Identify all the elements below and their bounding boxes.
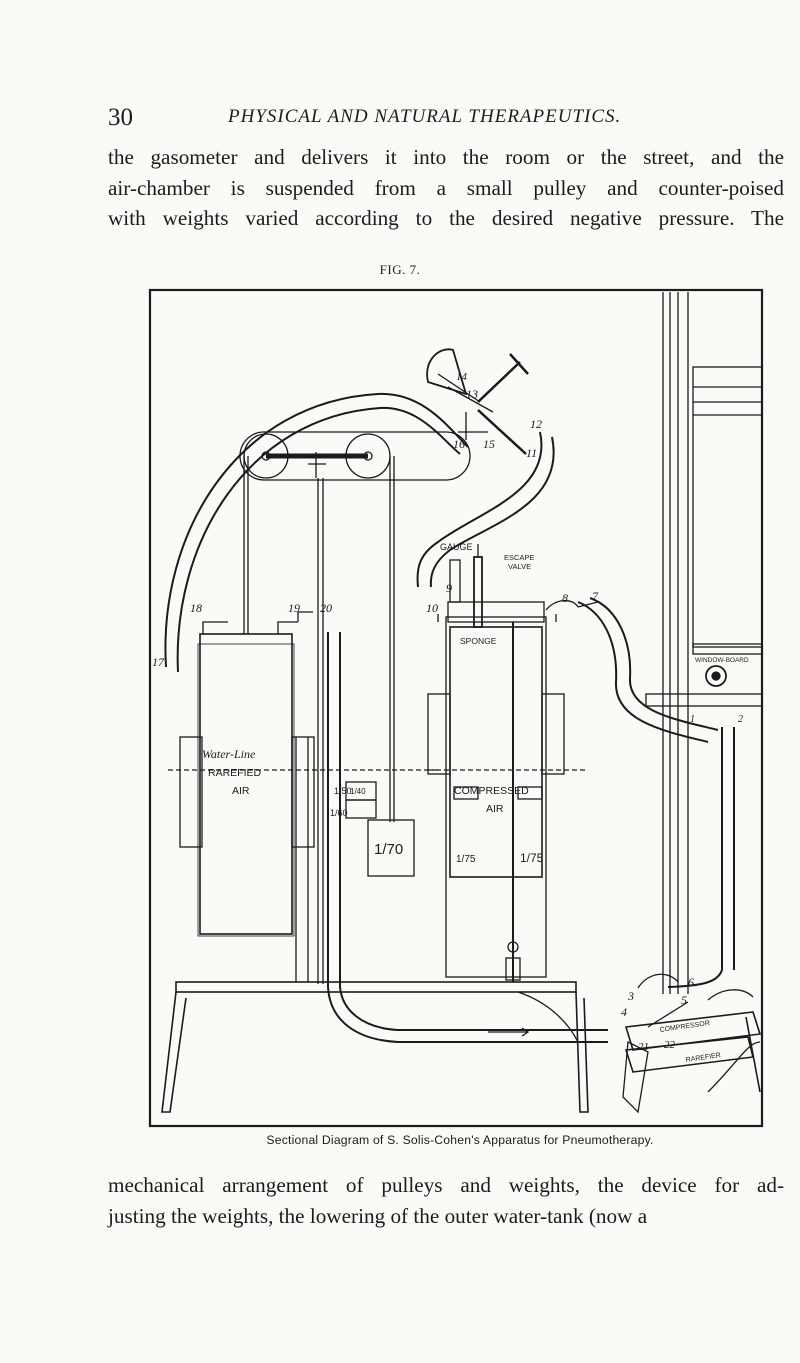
label-air-right: AIR [486,803,504,815]
running-title: PHYSICAL AND NATURAL THERAPEUTICS. [228,106,622,127]
text-line: air-chamber is suspended from a small pu… [108,175,784,200]
label-13: 13 [466,387,478,401]
weight-1-60: 1/60 [330,808,348,818]
weight-1-40: 1/40 [350,787,366,796]
figure-caption: Sectional Diagram of S. Solis-Cohen's Ap… [266,1133,654,1147]
label-14: 14 [456,371,468,383]
diagram-frame [148,288,764,1128]
label-17: 17 [152,655,165,669]
figure-label: FIG. 7. [379,262,421,277]
apparatus-diagram: Water-Line RAREFIED AIR COMPRESSED AIR G… [148,282,768,1128]
label-rarefied: RAREFIED [208,767,262,779]
text-line: the gasometer and delivers it into the r… [108,145,784,169]
top-valve-cluster [426,348,529,455]
label-rarefier: RAREFIER [685,1052,721,1064]
bottom-u-tube [327,632,608,1043]
label-12: 12 [530,417,542,431]
label-11: 11 [526,446,537,460]
paragraph-bottom: mechanical arrangement of pulleys and we… [108,1170,784,1231]
label-15: 15 [483,437,495,451]
window-fitting [705,665,727,687]
label-20: 20 [320,601,332,615]
weight-1-75-right: 1/75 [520,851,544,865]
label-water-line: Water-Line [202,747,256,761]
label-5: 5 [681,993,687,1007]
label-escape: ESCAPE [504,553,534,562]
label-gauge: GAUGE [440,542,473,552]
rarefied-gasometer [168,611,438,982]
label-3: 3 [627,989,634,1003]
gauge-and-valve [437,544,579,628]
weight-1-70: 1/70 [374,841,403,858]
window-column [645,292,763,994]
label-10: 10 [426,601,438,615]
label-18: 18 [190,601,202,615]
label-1: 1 [690,714,695,725]
label-air-left: AIR [232,785,250,797]
label-21: 21 [638,1041,649,1053]
weight-1-75-left: 1/75 [456,854,476,865]
label-19: 19 [288,601,300,615]
label-6: 6 [688,975,694,989]
base-table [161,981,589,1113]
weights [345,781,415,877]
label-8: 8 [562,591,568,605]
text-line: justing the weights, the lowering of the… [108,1203,648,1228]
label-valve: VALVE [508,562,531,571]
left-arch-tube [164,392,469,668]
text-line: with weights varied according to the des… [108,206,784,230]
label-9: 9 [446,581,452,595]
window-tube [577,601,709,743]
label-16: 16 [453,437,465,451]
pump-mechanism [622,973,762,1114]
label-compressed: COMPRESSED [454,785,529,797]
label-window-board: WINDOW-BOARD [695,657,749,664]
label-sponge: SPONGE [460,636,497,646]
pulley-assembly [239,431,471,481]
page-number: 30 [108,104,133,131]
running-head: 30 PHYSICAL AND NATURAL THERAPEUTICS. [108,104,708,140]
label-22: 22 [664,1039,676,1051]
paragraph-top: the gasometer and delivers it into the r… [108,142,784,234]
text-line: mechanical arrangement of pulleys and we… [108,1173,784,1197]
label-4: 4 [621,1005,627,1019]
label-7: 7 [592,589,599,603]
weight-1-50: 1/50 [334,786,352,796]
gauge-tube [416,431,543,588]
compressed-gasometer [427,616,588,982]
label-2: 2 [738,714,743,725]
